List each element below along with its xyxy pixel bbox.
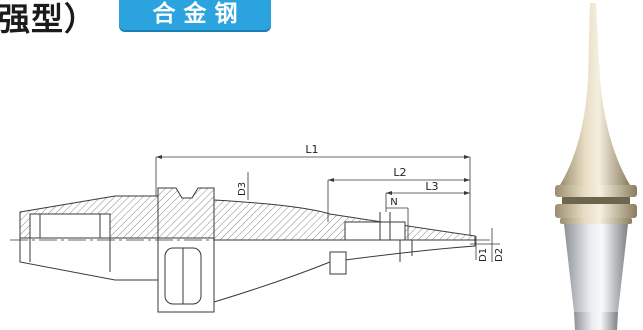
- dimension-lines: [155, 156, 500, 262]
- material-badge: 合金钢: [119, 0, 271, 30]
- dim-label-d2: D2: [494, 248, 505, 262]
- dim-label-l1: L1: [305, 143, 318, 156]
- dim-label-d3: D3: [237, 182, 248, 196]
- arrowheads: [156, 155, 470, 195]
- page-title: 强型）: [0, 0, 98, 38]
- tool-holder-section: [10, 187, 490, 313]
- tool-holder-photo: [555, 3, 637, 330]
- dim-label-d1: D1: [478, 248, 489, 262]
- material-badge-label: 合金钢: [152, 1, 246, 27]
- dim-label-n: N: [390, 197, 397, 208]
- dim-label-l2: L2: [393, 166, 406, 179]
- dim-label-l3: L3: [425, 180, 438, 193]
